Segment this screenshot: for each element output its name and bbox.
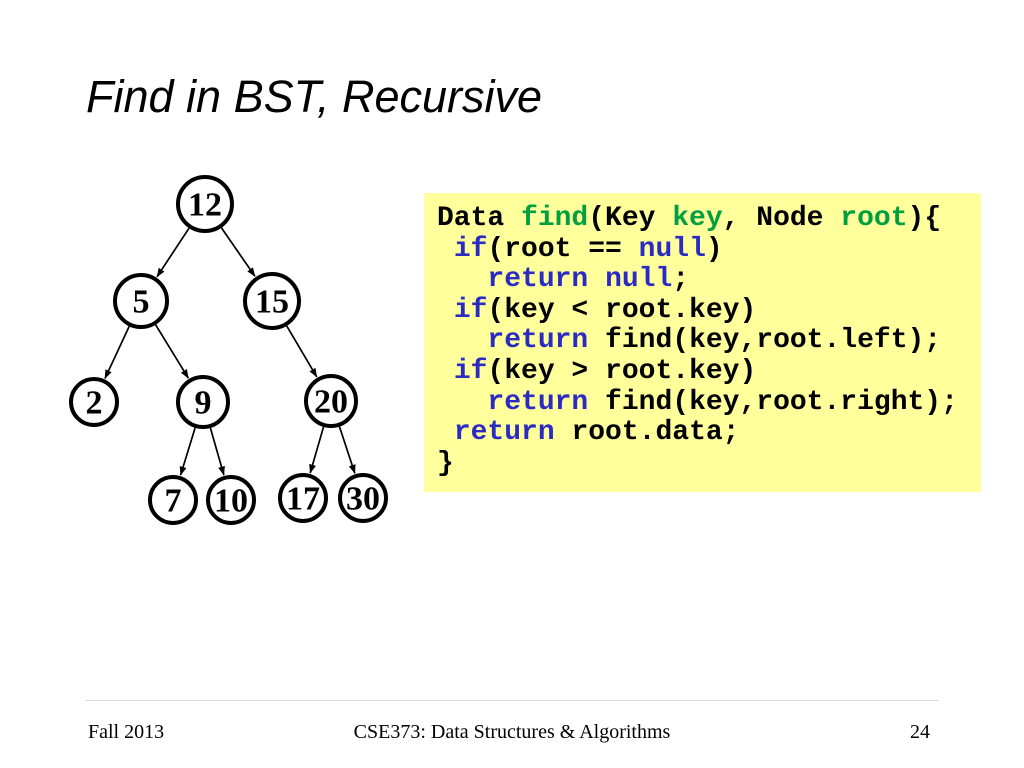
code-identifier: key [672,203,723,234]
tree-node-17: 17 [278,473,328,523]
code-line-6: if(key > root.key) [437,355,981,388]
code-panel: Data find(Key key, Node root){ if(root =… [424,193,981,492]
code-text [437,356,454,387]
tree-node-label: 12 [188,187,222,224]
code-text: Data [437,203,522,234]
code-text: (key < root.key) [487,294,757,326]
tree-edge-12-5 [156,227,190,278]
tree-node-circle [338,473,388,523]
tree-node-circle [148,475,198,525]
tree-edge-9-10 [209,427,225,476]
footer-date: Fall 2013 [88,721,165,743]
tree-node-label: 30 [346,481,380,518]
code-text [437,387,487,418]
code-text: find(key,root.left); [588,325,942,357]
tree-edge-12-15 [220,227,256,277]
page-title: Find in BST, Recursive [86,71,543,123]
code-line-8: return root.data; [437,417,981,449]
code-keyword: null [605,264,673,296]
code-keyword: if [453,233,488,265]
code-keyword: return [487,386,589,418]
footer-course: CSE373: Data Structures & Algorithms [353,721,671,743]
tree-node-5: 5 [113,273,169,329]
code-text: (root == [487,233,639,265]
code-keyword: return [487,325,589,357]
code-line-7: return find(key,root.right); [437,386,981,419]
code-identifier: root [840,203,908,234]
code-text [437,264,487,295]
tree-node-circle [176,375,230,429]
tree-node-circle [69,377,119,427]
tree-node-10: 10 [206,475,256,525]
footer: Fall 2013 CSE373: Data Structures & Algo… [0,721,1024,747]
footer-page-number: 24 [910,721,930,743]
tree-edge-15-20 [286,325,318,378]
code-keyword: if [453,355,488,387]
code-text [437,295,454,326]
tree-node-circle [206,475,256,525]
code-line-3: return null; [437,264,981,296]
tree-node-20: 20 [304,374,358,428]
tree-edge-20-30 [338,426,356,474]
tree-node-label: 17 [286,481,320,518]
tree-edge-20-17 [309,426,325,474]
tree-node-9: 9 [176,375,230,429]
tree-node-circle [278,473,328,523]
tree-node-label: 5 [133,284,150,321]
tree-edge-9-7 [179,427,196,476]
tree-node-circle [243,272,301,330]
code-identifier: find [521,203,589,234]
code-keyword: return [487,264,589,296]
code-text: root.data; [554,417,740,449]
tree-node-2: 2 [69,377,119,427]
code-line-5: return find(key,root.left); [437,326,981,357]
code-text: (key > root.key) [487,355,757,387]
code-text [437,325,487,356]
code-text: ) [705,233,723,265]
code-text: ){ [907,203,942,234]
code-text: ; [672,264,690,296]
tree-node-15: 15 [243,272,301,330]
tree-node-label: 15 [255,284,289,321]
footer-divider [86,700,938,701]
tree-node-30: 30 [338,473,388,523]
code-keyword: return [453,417,555,449]
code-line-9: } [437,447,981,480]
code-text: (Key [588,203,673,234]
tree-node-label: 10 [214,483,248,520]
tree-node-label: 7 [165,483,182,520]
tree-node-circle [304,374,358,428]
tree-edge-5-2 [104,326,130,379]
tree-node-circle [113,273,169,329]
code-text: , Node [722,203,841,234]
tree-node-circle [176,175,234,233]
code-text [437,417,454,448]
code-text: } [437,447,454,479]
code-text: find(key,root.right); [588,386,958,418]
tree-node-label: 20 [314,384,348,421]
code-line-1: Data find(Key key, Node root){ [437,203,981,235]
tree-node-7: 7 [148,475,198,525]
code-text [437,234,454,265]
tree-node-label: 9 [195,385,212,422]
code-keyword: null [638,233,706,265]
tree-node-label: 2 [86,385,103,422]
tree-node-12: 12 [176,175,234,233]
code-line-2: if(root == null) [437,233,981,266]
code-keyword: if [453,294,488,326]
code-line-4: if(key < root.key) [437,294,981,327]
code-text [588,264,605,295]
tree-edge-5-9 [154,324,190,379]
